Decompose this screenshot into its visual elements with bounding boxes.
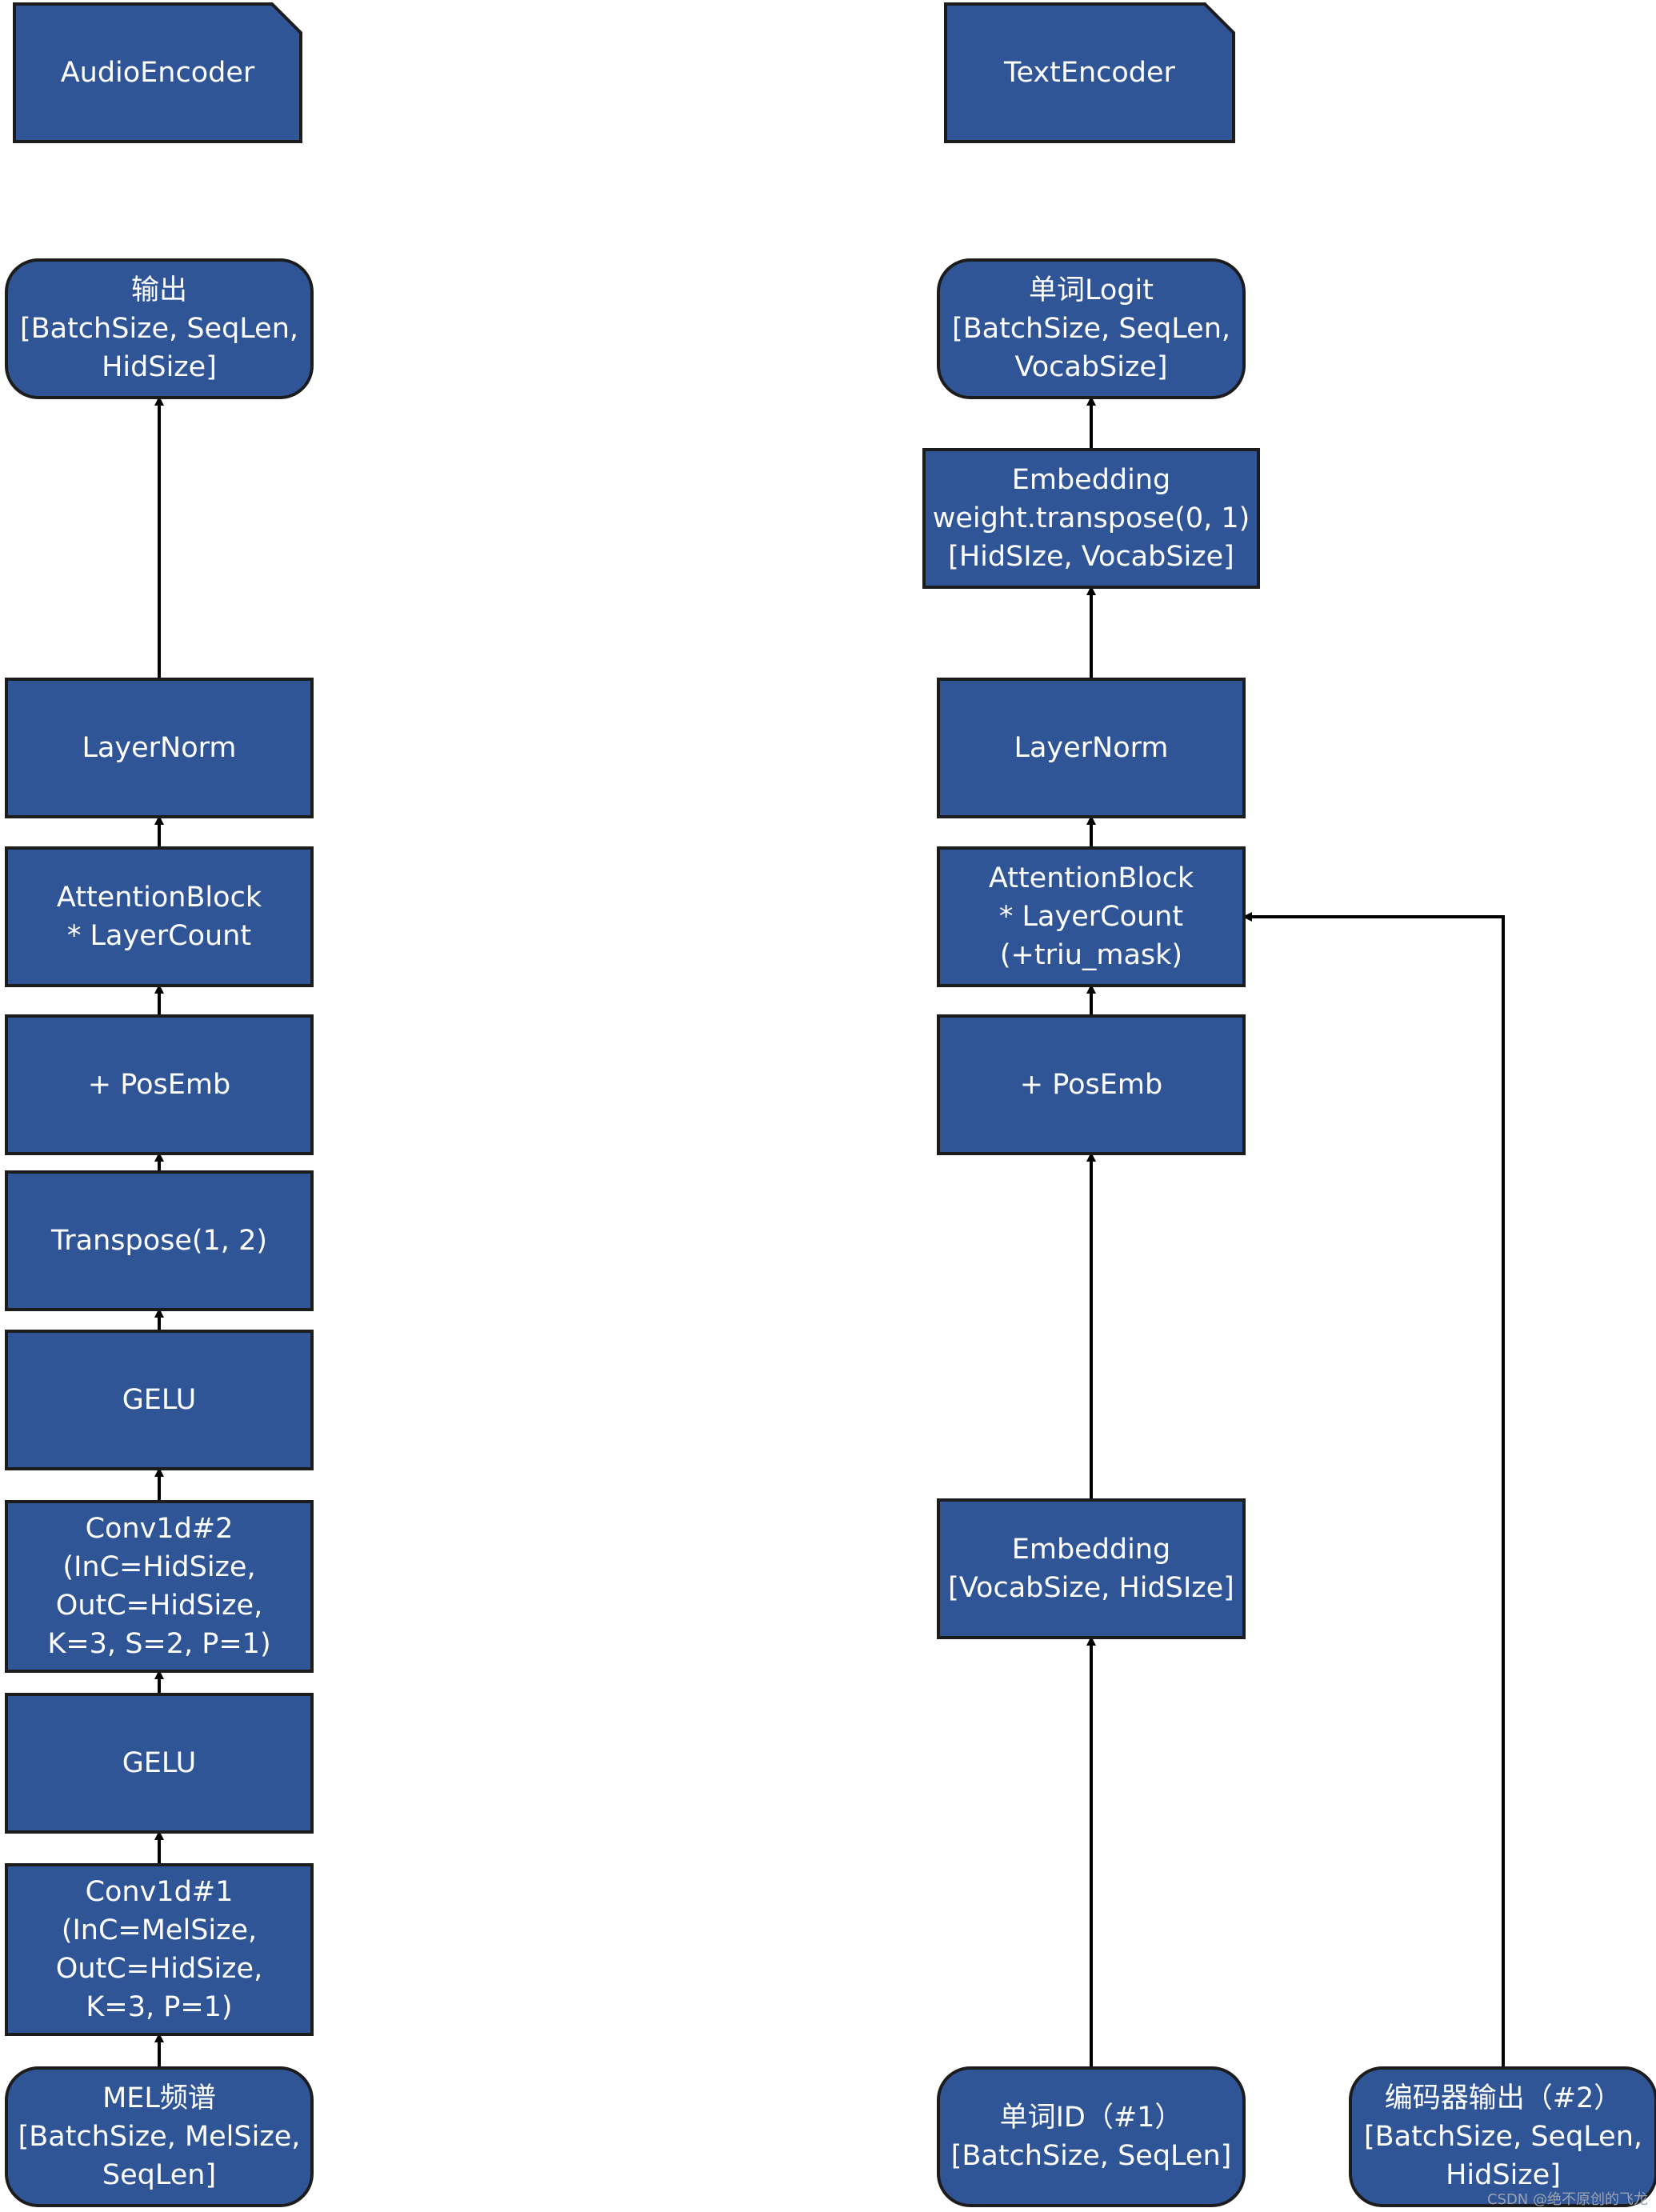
audio-output-node-label-2: [BatchSize, SeqLen, xyxy=(20,313,298,345)
text-logit-output-node-label-1: 单词Logit xyxy=(1029,274,1154,306)
text-encoder-output-input-node-label-3: HidSize] xyxy=(1446,2159,1561,2191)
audio-conv1d-1-node-label-1: Conv1d#1 xyxy=(86,1876,234,1908)
audio-encoder-title-shape xyxy=(13,2,302,143)
text-posemb-node-shape xyxy=(937,1014,1246,1155)
text-attention-block-node-label-3: (+triu_mask) xyxy=(1000,939,1182,971)
audio-conv1d-2-node-label-2: (InC=HidSize, xyxy=(62,1551,255,1583)
audio-conv1d-2-node-label-3: OutC=HidSize, xyxy=(56,1590,262,1622)
text-logit-output-node-label-2: [BatchSize, SeqLen, xyxy=(952,313,1230,345)
audio-output-node-shape xyxy=(5,258,314,399)
audio-conv1d-1-node-label-4: K=3, P=1) xyxy=(86,1991,232,2023)
text-encoder-output-input-node-label-2: [BatchSize, SeqLen, xyxy=(1364,2121,1642,2153)
text-layernorm-node-shape xyxy=(937,678,1246,818)
text-word-id-input-node-label-2: [BatchSize, SeqLen] xyxy=(951,2140,1232,2172)
text-encoder-output-input-node: 编码器输出（#2） [BatchSize, SeqLen, HidSize] xyxy=(1349,2066,1656,2207)
text-word-id-input-node-label-1: 单词ID（#1） xyxy=(1000,2102,1183,2134)
audio-gelu-2-node: GELU xyxy=(5,1330,314,1470)
audio-transpose-node-label-1: Transpose(1, 2) xyxy=(50,1225,267,1257)
text-attention-block-node: AttentionBlock * LayerCount (+triu_mask) xyxy=(937,846,1246,987)
audio-conv1d-2-node: Conv1d#2 (InC=HidSize, OutC=HidSize, K=3, S… xyxy=(5,1500,314,1673)
text-embedding-node-shape xyxy=(937,1498,1246,1639)
audio-attention-block-node-shape xyxy=(5,846,314,987)
text-embedding-transpose-node-label-1: Embedding xyxy=(1012,464,1171,496)
audio-conv1d-1-node-label-3: OutC=HidSize, xyxy=(56,1953,262,1985)
audio-encoder-title-label-1: AudioEncoder xyxy=(61,57,255,89)
text-encoder-title-label-1: TextEncoder xyxy=(1003,57,1175,89)
audio-attention-block-node-label-2: * LayerCount xyxy=(67,920,251,952)
audio-conv1d-2-node-label-1: Conv1d#2 xyxy=(86,1513,234,1545)
text-layernorm-node: LayerNorm xyxy=(937,678,1246,818)
audio-conv1d-2-node-label-4: K=3, S=2, P=1) xyxy=(47,1628,270,1660)
audio-mel-input-node-shape xyxy=(5,2066,314,2207)
audio-encoder-title: AudioEncoder xyxy=(13,2,302,143)
text-logit-output-node: 单词Logit [BatchSize, SeqLen, VocabSize] xyxy=(937,258,1246,399)
text-embedding-node-label-2: [VocabSize, HidSIze] xyxy=(948,1572,1234,1604)
text-encoder-output-input-node-label-1: 编码器输出（#2） xyxy=(1385,2082,1622,2114)
audio-output-node-label-1: 输出 xyxy=(131,274,187,306)
audio-posemb-node-shape xyxy=(5,1014,314,1155)
audio-layernorm-node: LayerNorm xyxy=(5,678,314,818)
audio-attention-block-node-label-1: AttentionBlock xyxy=(57,882,262,914)
audio-conv1d-2-node-shape xyxy=(5,1500,314,1673)
audio-output-node: 输出 [BatchSize, SeqLen, HidSize] xyxy=(5,258,314,399)
audio-gelu-1-node-label-1: GELU xyxy=(122,1747,197,1779)
text-attention-block-node-label-1: AttentionBlock xyxy=(989,862,1194,894)
audio-gelu-2-node-shape xyxy=(5,1330,314,1470)
text-posemb-node: + PosEmb xyxy=(937,1014,1246,1155)
arrow-t_enc-to-t_attn xyxy=(1242,912,1505,2068)
audio-posemb-node: + PosEmb xyxy=(5,1014,314,1155)
text-encoder-title-shape xyxy=(944,2,1235,143)
text-layernorm-node-label-1: LayerNorm xyxy=(1014,732,1168,764)
audio-gelu-1-node: GELU xyxy=(5,1693,314,1834)
audio-conv1d-1-node: Conv1d#1 (InC=MelSize, OutC=HidSize, K=3, P… xyxy=(5,1863,314,2036)
audio-conv1d-1-node-shape xyxy=(5,1863,314,2036)
audio-mel-input-node-label-3: SeqLen] xyxy=(102,2159,216,2191)
text-posemb-node-label-1: + PosEmb xyxy=(1020,1069,1162,1101)
text-word-id-input-node: 单词ID（#1） [BatchSize, SeqLen] xyxy=(937,2066,1246,2207)
text-encoder-title: TextEncoder xyxy=(944,2,1235,143)
text-embedding-transpose-node-label-2: weight.transpose(0, 1) xyxy=(933,502,1250,534)
audio-layernorm-node-label-1: LayerNorm xyxy=(82,732,236,764)
audio-mel-input-node: MEL频谱 [BatchSize, MelSize, SeqLen] xyxy=(5,2066,314,2207)
text-logit-output-node-shape xyxy=(937,258,1246,399)
audio-mel-input-node-label-2: [BatchSize, MelSize, xyxy=(18,2121,301,2153)
audio-gelu-1-node-shape xyxy=(5,1693,314,1834)
audio-conv1d-1-node-label-2: (InC=MelSize, xyxy=(62,1914,257,1946)
audio-attention-block-node: AttentionBlock * LayerCount xyxy=(5,846,314,987)
audio-output-node-label-3: HidSize] xyxy=(102,351,217,383)
audio-gelu-2-node-label-1: GELU xyxy=(122,1384,197,1416)
audio-transpose-node: Transpose(1, 2) xyxy=(5,1170,314,1311)
text-embedding-node: Embedding [VocabSize, HidSIze] xyxy=(937,1498,1246,1639)
audio-transpose-node-shape xyxy=(5,1170,314,1311)
text-attention-block-node-shape xyxy=(937,846,1246,987)
audio-layernorm-node-shape xyxy=(5,678,314,818)
watermark: CSDN @绝不原创的飞龙 xyxy=(1486,2191,1648,2208)
text-logit-output-node-label-3: VocabSize] xyxy=(1014,351,1167,383)
text-embedding-transpose-node-label-3: [HidSIze, VocabSize] xyxy=(948,541,1234,573)
text-embedding-node-label-1: Embedding xyxy=(1012,1534,1171,1566)
audio-posemb-node-label-1: + PosEmb xyxy=(88,1069,230,1101)
text-word-id-input-node-shape xyxy=(937,2066,1246,2207)
text-embedding-transpose-node: Embedding weight.transpose(0, 1) [HidSIze,… xyxy=(922,448,1260,589)
text-attention-block-node-label-2: * LayerCount xyxy=(999,901,1183,933)
text-embedding-transpose-node-shape xyxy=(922,448,1260,589)
text-encoder-output-input-node-shape xyxy=(1349,2066,1656,2207)
audio-mel-input-node-label-1: MEL频谱 xyxy=(102,2082,216,2114)
